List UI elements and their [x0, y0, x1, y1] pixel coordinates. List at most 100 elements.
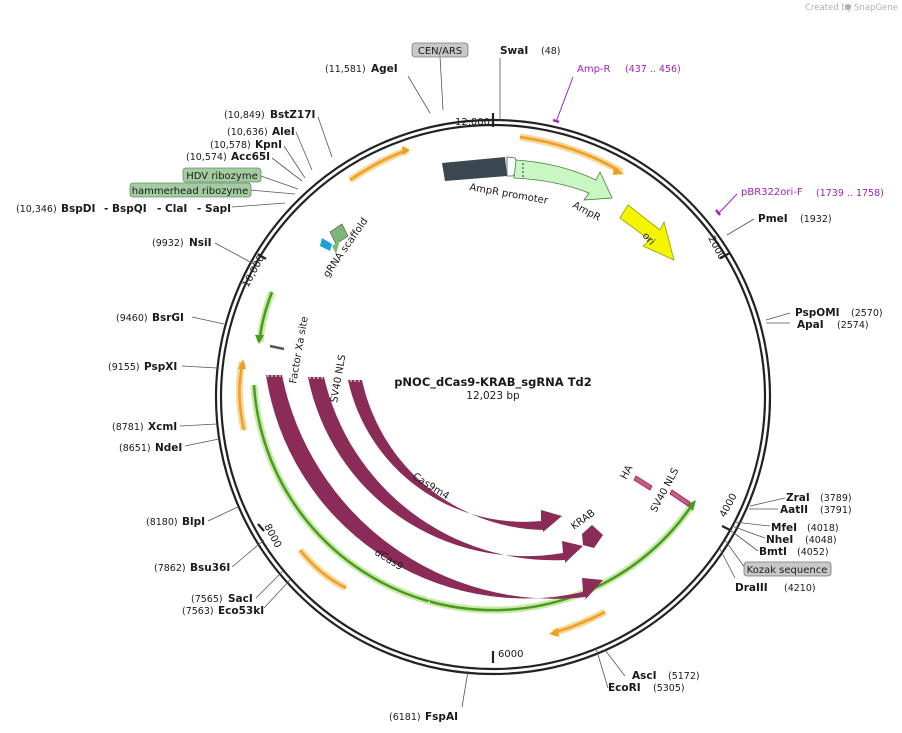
- map-center-title: pNOC_dCas9-KRAB_sgRNA Td2 12,023 bp: [394, 375, 592, 402]
- nhei-leader: [731, 525, 766, 539]
- site-pspxi-name: PspXI: [144, 361, 177, 373]
- site-agei-pos: (11,581): [325, 64, 366, 75]
- pspomi-leader: [765, 312, 791, 321]
- site-fspai-name: FspAI: [425, 711, 458, 723]
- sv40-nls-right-arrow: [669, 489, 691, 507]
- snapgene-logo-icon: [845, 4, 851, 10]
- site-bsu36i-pos: (7862): [154, 563, 186, 574]
- site-bspdi-pos: (10,346): [16, 204, 57, 215]
- site-blpi-pos: (8180): [146, 517, 178, 528]
- site-xcmi-name: XcmI: [148, 421, 177, 433]
- amp-r-primer-leader: [555, 76, 574, 123]
- eco53ki-leader: [263, 579, 291, 609]
- site-pspomi-name: PspOMI: [795, 307, 840, 319]
- green-feature-long-arrowhead: [686, 500, 696, 511]
- site-asci-pos: (5172): [668, 671, 700, 682]
- site-bsu36i-name: Bsu36I: [190, 562, 230, 574]
- site-xcmi-pos: (8781): [112, 422, 144, 433]
- cen-ars-label: CEN/ARS: [418, 46, 462, 57]
- tick-label-12000: 12,000: [455, 117, 490, 128]
- orange-feature-left-arrowhead: [238, 359, 246, 369]
- site-swai-name: SwaI: [500, 45, 528, 57]
- pmei-leader: [726, 218, 755, 236]
- acc65i-leader: [271, 157, 303, 182]
- zrai-leader: [749, 497, 786, 507]
- site-bstz17i-pos: (10,849): [224, 110, 265, 121]
- green-feature-upper-arrowhead: [255, 335, 264, 344]
- fspai-leader: [461, 670, 469, 708]
- tick-10000: [257, 253, 267, 260]
- site-bsrgi-pos: (9460): [116, 313, 148, 324]
- tick-label-4000: 4000: [718, 492, 740, 520]
- site-bmti-pos: (4052): [797, 547, 829, 558]
- cas9m4-arrow: [348, 380, 562, 532]
- site-acc65i-pos: (10,574): [186, 152, 227, 163]
- site-ecori-name: EcoRI: [608, 682, 641, 694]
- orange-feature-top-right-arrowhead: [613, 166, 624, 175]
- site-agei-name: AgeI: [371, 63, 398, 75]
- snapgene-brand-text: SnapGene: [854, 3, 898, 13]
- top-features: AmpR promoter AmpR ori: [442, 156, 675, 261]
- xcmi-leader: [179, 423, 218, 427]
- site-aatii-pos: (3791): [820, 505, 852, 516]
- boxed-labels: CEN/ARS HDV ribozyme hammerhead ribozyme…: [129, 42, 832, 577]
- green-feature-upper: [258, 291, 274, 339]
- site-bspqi-name: - BspQI: [104, 203, 147, 215]
- created-by-text: Created by: [805, 3, 852, 13]
- site-pspxi-pos: (9155): [108, 362, 140, 373]
- ndei-leader: [184, 438, 220, 447]
- site-ecori-pos: (5305): [653, 683, 685, 694]
- bstz17i-leader: [317, 116, 333, 158]
- ecori-leader: [595, 647, 609, 689]
- site-nhei-pos: (4048): [805, 535, 837, 546]
- bsu36i-leader: [231, 539, 265, 568]
- site-bsrgi-name: BsrGI: [152, 312, 184, 324]
- agei-leader: [407, 75, 431, 114]
- kozak-leader: [724, 539, 746, 569]
- grna-scaffold-feature: gRNA scaffold: [320, 216, 370, 280]
- cen-ars-box: [411, 42, 469, 58]
- site-alei-pos: (10,636): [227, 127, 268, 138]
- site-clai-name: - ClaI: [157, 203, 187, 215]
- site-eco53ki-pos: (7563): [182, 606, 214, 617]
- site-apai-pos: (2574): [837, 320, 869, 331]
- kozak-sequence-label: Kozak sequence: [747, 565, 828, 576]
- ha-tag-arrow: [633, 475, 653, 491]
- site-ndei-name: NdeI: [155, 442, 182, 454]
- cas9m4-boundary-mark: [451, 513, 457, 527]
- cen-ars-leader: [439, 55, 444, 111]
- ampr-promoter-label: AmpR promoter: [468, 182, 549, 207]
- site-fspai-pos: (6181): [389, 712, 421, 723]
- site-nsii-name: NsiI: [189, 237, 212, 249]
- site-sapi-name: - SapI: [197, 203, 231, 215]
- green-feature-long: [252, 384, 692, 612]
- ampr-label: AmpR: [571, 200, 603, 224]
- draiii-leader: [719, 548, 736, 579]
- site-blpi-name: BlpI: [182, 516, 205, 528]
- site-saci-pos: (7565): [191, 594, 223, 605]
- dcas9-boundary-mark: [423, 589, 431, 605]
- site-pmei-name: PmeI: [758, 213, 788, 225]
- site-nhei-name: NheI: [766, 534, 793, 546]
- tick-8000: [257, 523, 265, 532]
- blpi-leader: [207, 505, 241, 522]
- tick-4000: [721, 525, 731, 531]
- factor-xa-mark: [269, 344, 285, 351]
- hdv-ribozyme-box: [182, 167, 262, 183]
- site-eco53ki-name: Eco53kI: [218, 605, 264, 617]
- hammerhead-ribozyme-label: hammerhead ribozyme: [132, 186, 249, 197]
- orange-feature-bottom-right: [555, 610, 606, 634]
- orange-feature-top-left: [349, 149, 406, 182]
- nsii-leader: [214, 242, 255, 265]
- amp-r-primer-name: Amp-R: [577, 64, 611, 75]
- asci-leader: [604, 649, 626, 677]
- site-saci-name: SacI: [228, 593, 253, 605]
- cas9m4-label: Cas9m4: [410, 471, 450, 502]
- site-aatii-name: AatII: [780, 504, 808, 516]
- site-apai-name: ApaI: [797, 319, 824, 331]
- site-mfei-name: MfeI: [771, 522, 797, 534]
- site-asci-name: AscI: [632, 670, 657, 682]
- amp-r-primer-pos: (437 .. 456): [625, 64, 681, 75]
- site-swai-pos: (48): [541, 46, 561, 57]
